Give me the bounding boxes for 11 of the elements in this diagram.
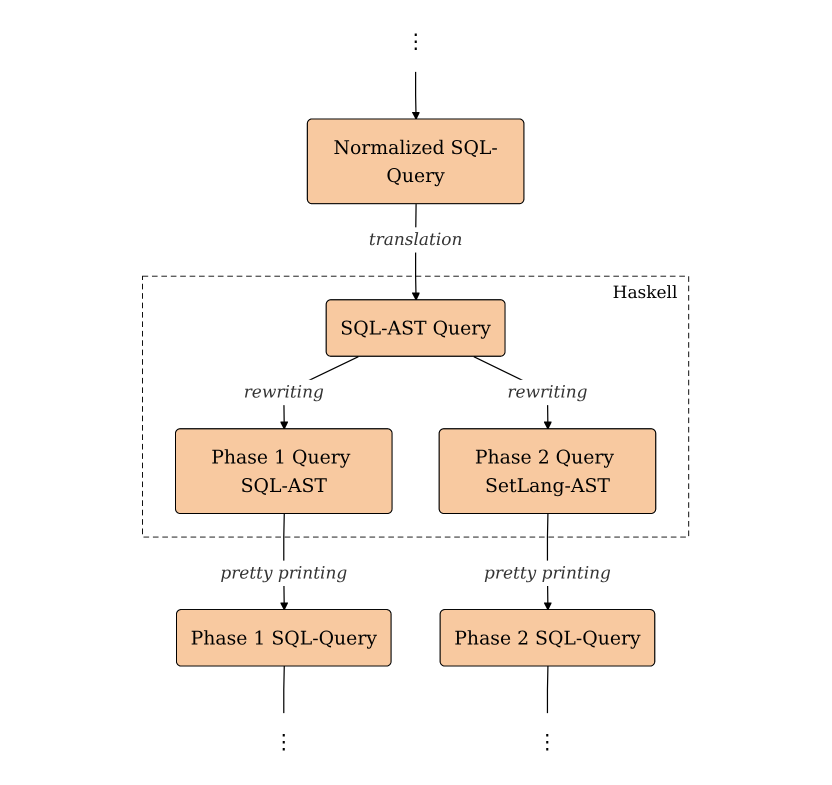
edge-label: pretty printing bbox=[484, 563, 612, 584]
edge-label: rewriting bbox=[508, 382, 588, 402]
node-text: ⋮ bbox=[537, 731, 558, 755]
edge-label: rewriting bbox=[244, 382, 324, 402]
edge-label: translation bbox=[369, 230, 463, 250]
node-text: ⋮ bbox=[274, 731, 295, 755]
connector bbox=[547, 666, 549, 714]
connector bbox=[284, 666, 286, 714]
node-text: ⋮ bbox=[406, 30, 426, 54]
edge-label: pretty printing bbox=[220, 563, 348, 584]
arrow bbox=[412, 72, 420, 120]
